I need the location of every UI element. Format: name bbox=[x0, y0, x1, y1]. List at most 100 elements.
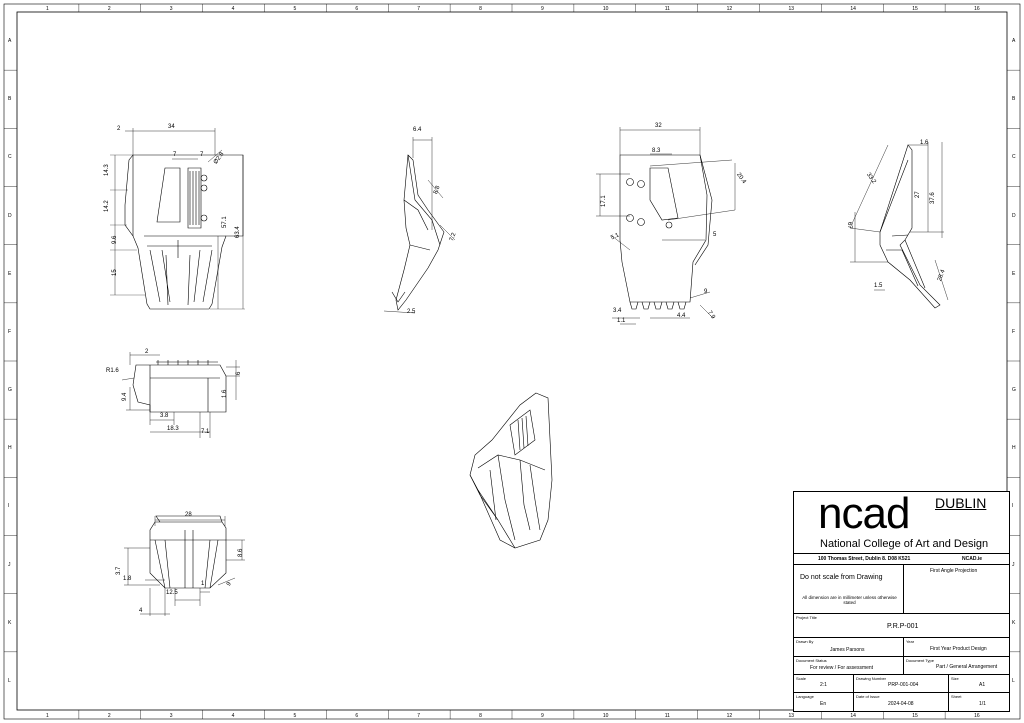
date-of-issue: 2024-04-08 bbox=[888, 701, 914, 707]
grid-row-label: B bbox=[1012, 96, 1016, 103]
dim-back-right-low: 5 bbox=[713, 232, 717, 238]
grid-column-label: 12 bbox=[726, 713, 733, 719]
grid-column-label: 11 bbox=[664, 713, 670, 719]
doc-status: For review / For assessment bbox=[810, 665, 874, 671]
grid-column-label: 14 bbox=[850, 713, 856, 719]
size: A1 bbox=[979, 682, 986, 688]
doc-type: Part / General Arrangement bbox=[936, 664, 998, 670]
dim-top-top: 2 bbox=[145, 349, 149, 355]
grid-column-label: 10 bbox=[602, 713, 609, 719]
grid-column-label: 11 bbox=[664, 6, 670, 12]
grid-column-label: 1 bbox=[45, 713, 49, 719]
dim-top-b1: 3.8 bbox=[160, 413, 169, 419]
front-view bbox=[110, 128, 245, 310]
dim-top-b3: 7.1 bbox=[201, 429, 210, 435]
city-text: DUBLIN bbox=[935, 495, 987, 511]
grid-column-label: 13 bbox=[788, 6, 794, 12]
grid-column-label: 8 bbox=[479, 713, 482, 719]
dim-front-h-total: 63.4 bbox=[235, 226, 241, 238]
grid-row-label: E bbox=[1012, 270, 1016, 277]
grid-column-label: 6 bbox=[355, 6, 359, 12]
dim-front-inner-left: 7 bbox=[173, 152, 177, 158]
projection-text: First Angle Projection bbox=[930, 568, 978, 574]
drawing-number-label: Drawing Number bbox=[856, 676, 887, 681]
grid-column-label: 10 bbox=[602, 6, 609, 12]
grid-row-label: C bbox=[8, 154, 12, 161]
grid-row-label: J bbox=[8, 561, 11, 568]
dim-side-top: 6.4 bbox=[413, 127, 422, 133]
dim-right-h2: 37.6 bbox=[930, 192, 936, 204]
grid-row-label: C bbox=[1012, 154, 1016, 161]
drawing-number: PRP-001-004 bbox=[888, 682, 919, 688]
grid-row-label: K bbox=[8, 619, 12, 626]
dim-front-left-offset: 2 bbox=[117, 126, 121, 132]
ncad-logo: ncad DUBLIN National College of Art and … bbox=[794, 492, 1009, 552]
grid-column-label: 1 bbox=[45, 6, 49, 12]
college-name: National College of Art and Design bbox=[820, 538, 989, 550]
grid-row-label: K bbox=[1012, 619, 1016, 626]
dim-top-right: 1.6 bbox=[222, 389, 228, 398]
back-view bbox=[596, 127, 736, 325]
dim-back-b1: 3.4 bbox=[613, 308, 622, 314]
right-side-view bbox=[849, 142, 949, 309]
year-label: Year bbox=[906, 639, 915, 644]
dim-right-low: 1.5 bbox=[874, 283, 883, 289]
dim-bottom-right: 8.6 bbox=[238, 548, 244, 557]
grid-column-label: 4 bbox=[231, 6, 235, 12]
grid-row-label: I bbox=[8, 503, 10, 510]
grid-column-label: 3 bbox=[169, 6, 173, 12]
dim-bottom-b3: 1 bbox=[201, 581, 205, 587]
grid-column-label: 2 bbox=[107, 6, 111, 12]
grid-row-label: D bbox=[1012, 212, 1016, 219]
dim-back-b2: 1.1 bbox=[617, 318, 626, 324]
grid-row-label: J bbox=[1012, 561, 1015, 568]
grid-column-label: 7 bbox=[417, 6, 420, 12]
scale: 2:1 bbox=[820, 682, 827, 688]
language: En bbox=[820, 701, 827, 707]
address: 100 Thomas Street, Dublin 8. D08 K521 bbox=[818, 556, 911, 562]
scale-label: Scale bbox=[796, 676, 807, 681]
grid-row-label: D bbox=[8, 212, 12, 219]
grid-row-label: F bbox=[1012, 328, 1016, 335]
website[interactable]: NCAD.ie bbox=[962, 556, 983, 562]
dim-bottom-b1: 1.8 bbox=[123, 576, 132, 582]
grid-row-label: I bbox=[1012, 503, 1014, 510]
project-title: P.R.P-001 bbox=[887, 623, 919, 630]
bottom-view bbox=[124, 515, 245, 616]
dim-front-h3: 9.6 bbox=[112, 235, 118, 244]
title-block: ncad DUBLIN National College of Art and … bbox=[793, 491, 1010, 712]
brand-text: ncad bbox=[818, 489, 910, 538]
grid-column-label: 5 bbox=[293, 6, 297, 12]
dim-front-h2: 14.2 bbox=[104, 200, 110, 212]
grid-row-label: H bbox=[8, 445, 12, 452]
dim-back-left-h: 17.1 bbox=[601, 195, 607, 207]
grid-row-label: H bbox=[1012, 445, 1016, 452]
dim-back-slot: 8.3 bbox=[652, 148, 661, 154]
project-title-label: Project Title bbox=[796, 615, 817, 620]
dim-front-inner-right: 7 bbox=[200, 152, 204, 158]
grid-column-label: 14 bbox=[850, 6, 856, 12]
grid-column-label: 9 bbox=[540, 6, 544, 12]
language-label: Language bbox=[796, 694, 814, 699]
grid-row-label: E bbox=[8, 270, 12, 277]
dim-bottom-width: 28 bbox=[185, 512, 192, 518]
top-view bbox=[121, 352, 240, 438]
grid-column-label: 16 bbox=[974, 713, 980, 719]
dim-front-top-width: 34 bbox=[168, 124, 175, 130]
drawn-by: James Parsons bbox=[830, 647, 865, 653]
dim-back-b3: 4.4 bbox=[677, 313, 686, 319]
grid-row-label: B bbox=[8, 96, 12, 103]
dim-back-b5: 9 bbox=[704, 289, 708, 295]
grid-column-label: 4 bbox=[231, 713, 235, 719]
size-label: Size bbox=[951, 676, 959, 681]
year: First Year Product Design bbox=[930, 646, 987, 652]
date-label: Date of Issue bbox=[856, 694, 880, 699]
grid-row-label: A bbox=[8, 38, 12, 45]
grid-column-label: 8 bbox=[479, 6, 482, 12]
grid-column-label: 5 bbox=[293, 713, 297, 719]
grid-row-label: G bbox=[1012, 387, 1016, 394]
grid-column-label: 15 bbox=[912, 713, 918, 719]
dim-right-top: 1.6 bbox=[920, 140, 929, 146]
grid-row-label: G bbox=[8, 387, 12, 394]
